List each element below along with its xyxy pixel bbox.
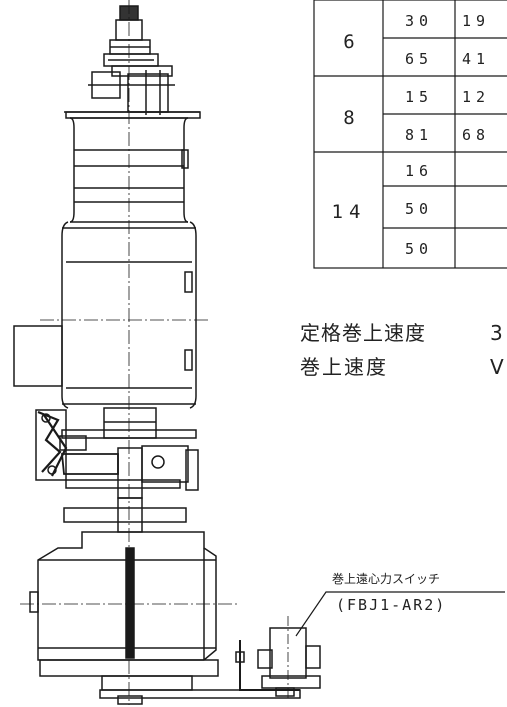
table-cell: 16 <box>405 162 433 180</box>
table-group-label: 8 <box>343 107 354 129</box>
table-cell: 50 <box>405 240 433 258</box>
centrifugal-switch <box>235 616 321 700</box>
speed-table <box>313 0 507 269</box>
table-cell: 15 <box>405 88 433 106</box>
table-cell: 65 <box>405 50 433 68</box>
hoist-speed-label: 巻上速度 <box>300 355 388 379</box>
top-brake-unit <box>88 5 175 115</box>
callout-leader-line <box>295 591 505 637</box>
table-cell: 41 <box>462 50 490 68</box>
table-group-label: 6 <box>343 31 354 53</box>
rated-speed-value: 3 <box>490 321 503 345</box>
callout-model: (FBJ1-AR2) <box>336 596 446 614</box>
upper-housing <box>64 111 201 223</box>
motor-body <box>13 221 197 409</box>
hoist-speed-value: V <box>490 355 504 379</box>
table-cell: 50 <box>405 200 433 218</box>
hoist-assembly <box>13 0 505 705</box>
table-cell: 12 <box>462 88 490 106</box>
gear-reducer <box>20 531 301 705</box>
rated-speed-label: 定格巻上速度 <box>300 321 426 345</box>
table-cell: 19 <box>462 12 490 30</box>
coupling-brake-section <box>35 407 199 533</box>
callout-name: 巻上遠心力スイッチ <box>332 572 440 586</box>
table-cell: 81 <box>405 126 433 144</box>
table-group-label: 14 <box>332 201 367 223</box>
table-cell: 68 <box>462 126 490 144</box>
table-cell: 30 <box>405 12 433 30</box>
